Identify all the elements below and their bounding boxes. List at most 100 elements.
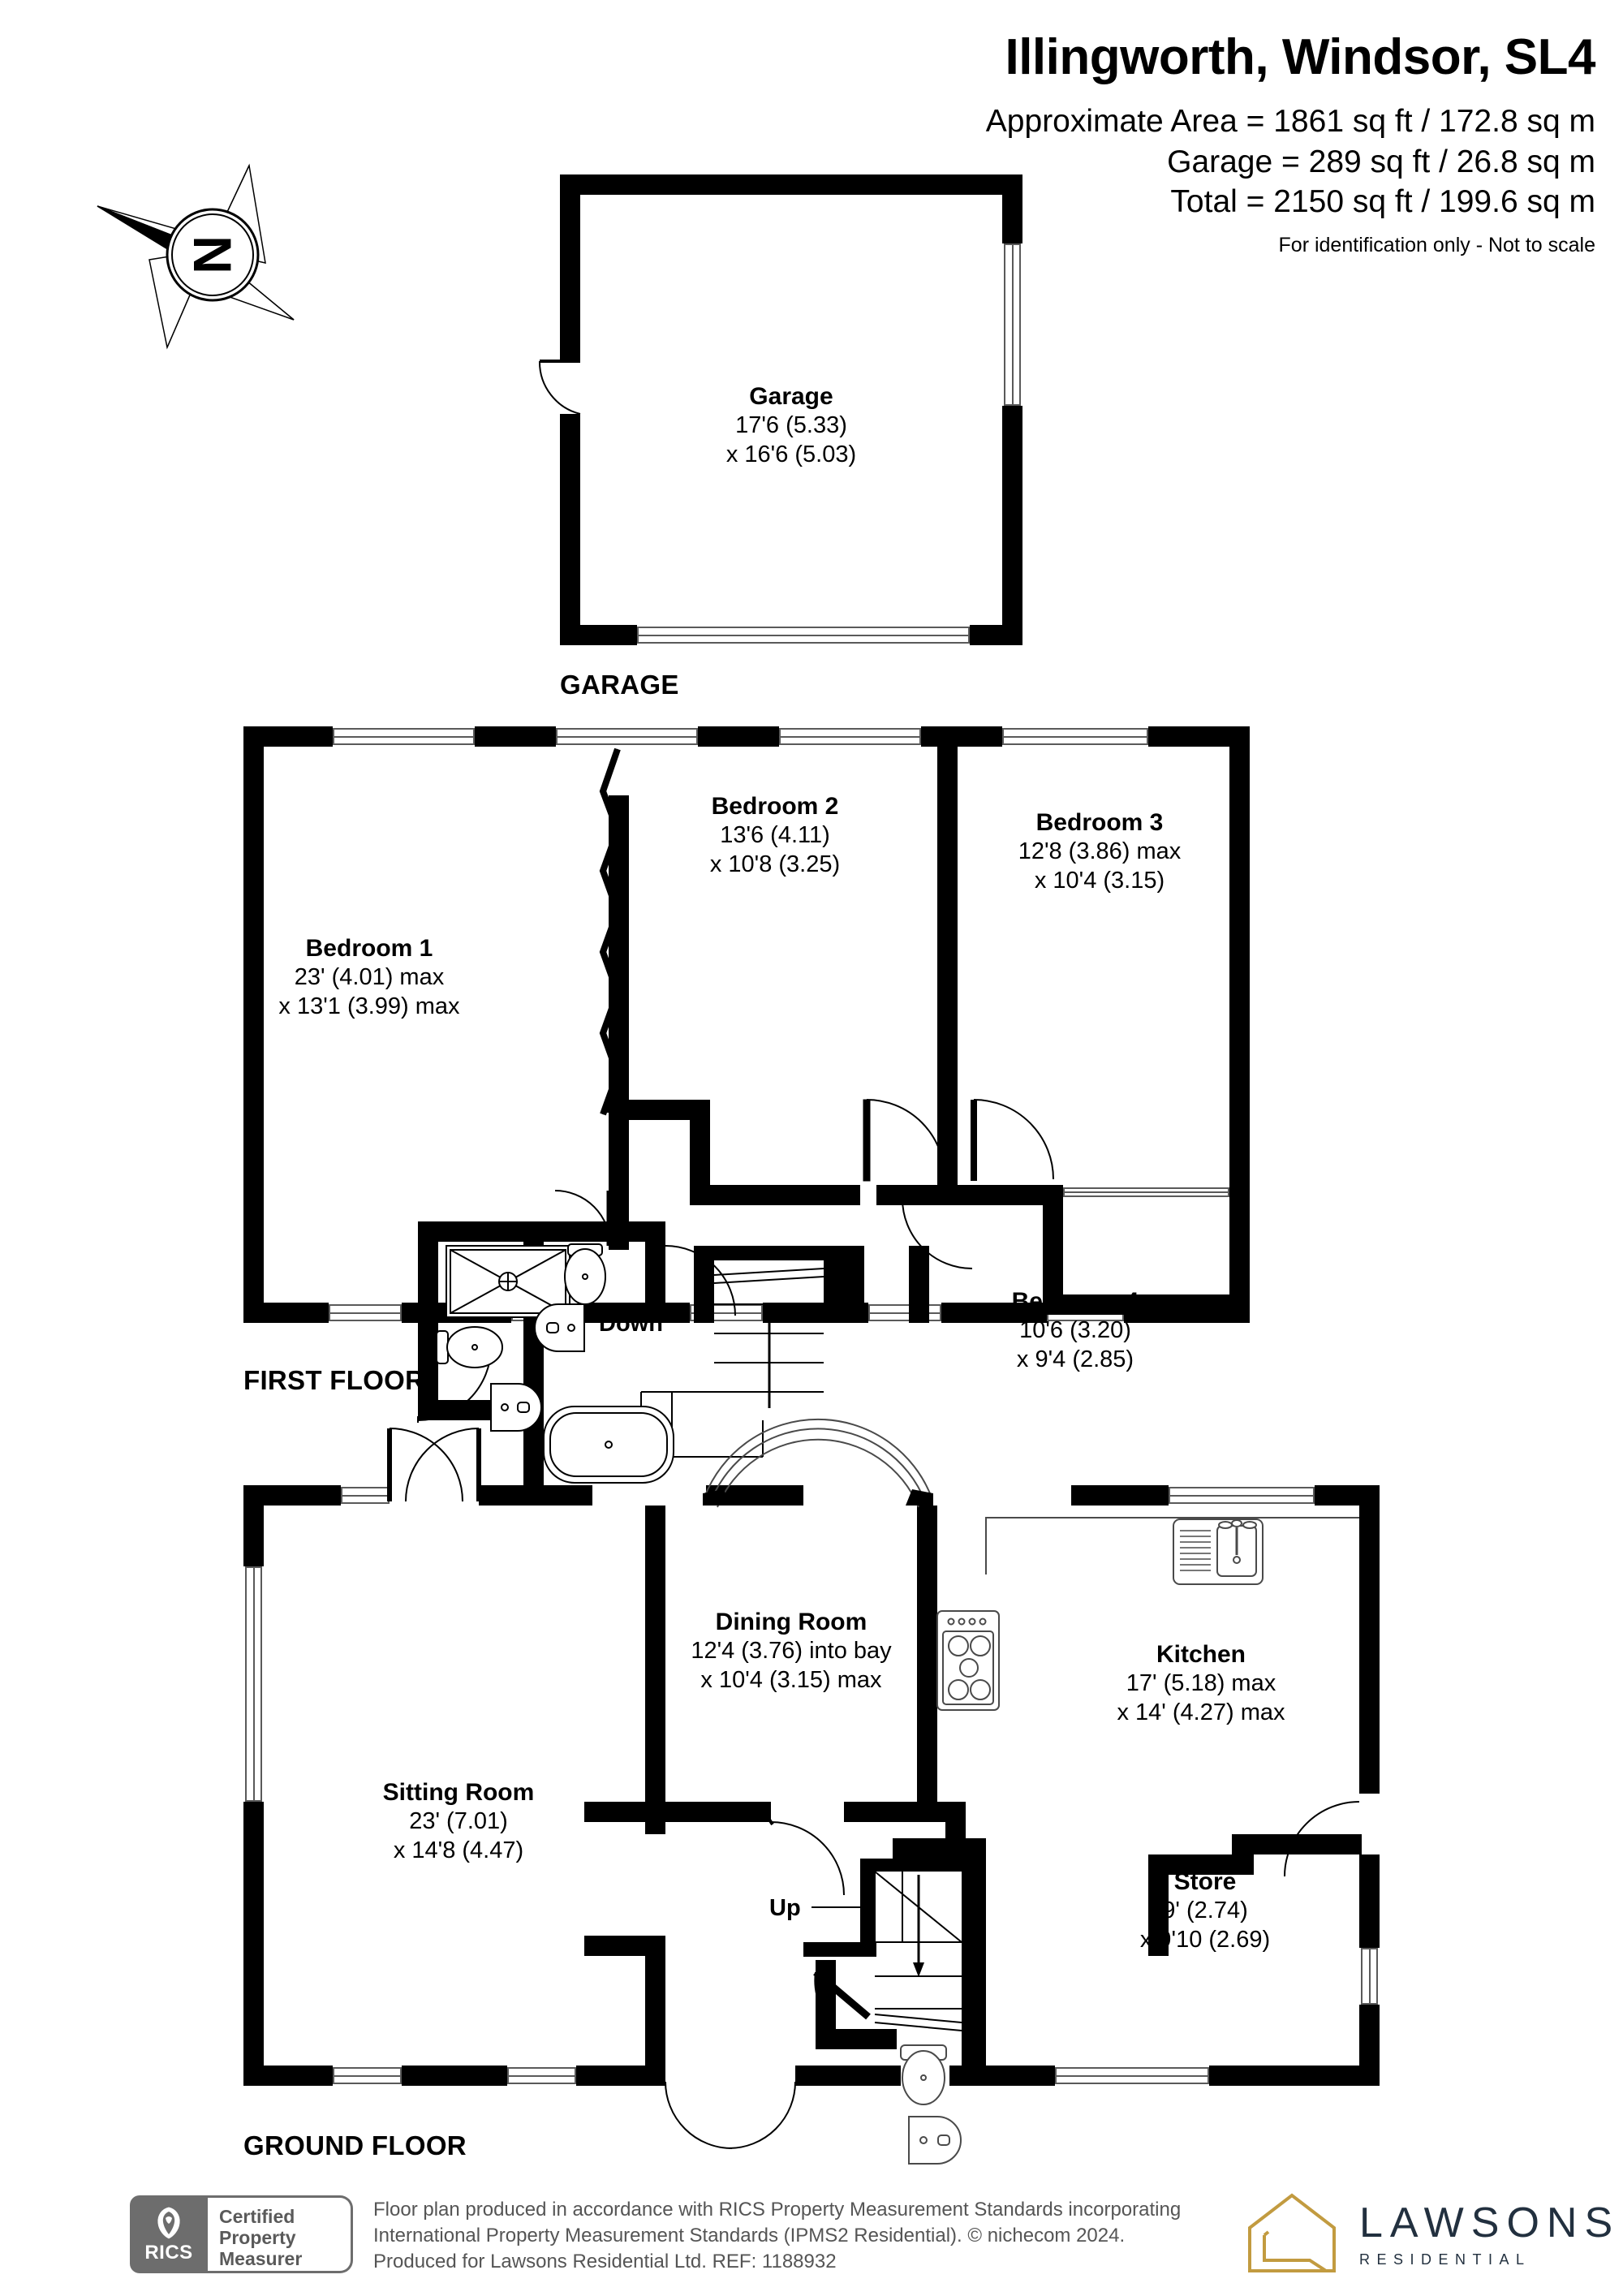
ff-window-top-1 bbox=[333, 728, 475, 745]
bedroom2-name: Bedroom 2 bbox=[711, 793, 839, 820]
ff-cupboard-shelf bbox=[1063, 1187, 1229, 1197]
legal-disclaimer: Floor plan produced in accordance with R… bbox=[373, 2197, 1181, 2275]
ff-wc-showerroom bbox=[436, 1326, 503, 1368]
ff-wall-landing-bed2-c bbox=[690, 1185, 860, 1205]
garage-wall-bottom-right bbox=[970, 625, 1022, 645]
area-line-total: Total = 2150 sq ft / 199.6 sq m bbox=[1170, 184, 1595, 220]
bedroom4-name: Bedroom 4 bbox=[1011, 1288, 1139, 1315]
ff-window-bottom-4 bbox=[868, 1304, 941, 1321]
disclaimer-text: For identification only - Not to scale bbox=[1278, 233, 1595, 256]
ff-wall-bath-bottom-jog bbox=[418, 1400, 503, 1420]
gf-window-bottom-3 bbox=[1055, 2067, 1209, 2084]
ff-wall-landing-bed3 bbox=[958, 1185, 1043, 1205]
gf-wall-stair-head bbox=[860, 1859, 966, 1872]
gf-front-door bbox=[665, 2081, 796, 2149]
garage-wall-left-lower bbox=[560, 414, 580, 645]
legal-line-2: International Property Measurement Stand… bbox=[373, 2224, 1126, 2246]
rics-cert-line-1: Certified bbox=[219, 2206, 295, 2227]
gf-wall-dining-bottom-a bbox=[665, 1802, 771, 1822]
ff-wall-stair-head bbox=[714, 1246, 824, 1260]
ff-door-bedroom3 bbox=[971, 1099, 1054, 1181]
ff-window-bottom-1 bbox=[329, 1304, 402, 1321]
rics-logo-block: RICS bbox=[130, 2195, 208, 2273]
gf-wall-stair-foot bbox=[803, 1942, 876, 1957]
compass-rose: N bbox=[89, 159, 308, 354]
garage-room-dim-1: 17'6 (5.33) bbox=[735, 412, 847, 439]
dining-room-dim-2: x 10'4 (3.15) max bbox=[700, 1667, 882, 1694]
store-label: Store 9' (2.74) x 9'10 (2.69) bbox=[1087, 1867, 1323, 1955]
rics-lion-icon bbox=[157, 2206, 181, 2240]
garage-room-label: Garage 17'6 (5.33) x 16'6 (5.03) bbox=[669, 381, 913, 470]
gf-kitchen-worktop bbox=[985, 1517, 1359, 1574]
floor-label-ground: GROUND FLOOR bbox=[243, 2130, 467, 2160]
ff-window-bottom-2 bbox=[511, 1304, 584, 1321]
gf-wall-hall-jog bbox=[893, 1838, 986, 1859]
kitchen-name: Kitchen bbox=[1156, 1641, 1246, 1668]
ground-floor-floorplan: Sitting Room 23' (7.01) x 14'8 (4.47) Di… bbox=[243, 1418, 1380, 2165]
gf-wall-bottom-seg2 bbox=[402, 2066, 507, 2086]
gf-window-bottom-1 bbox=[333, 2067, 402, 2084]
compass-north-letter: N bbox=[183, 235, 243, 274]
ff-partition-bed2-bed3 bbox=[937, 747, 958, 1205]
kitchen-dim-2: x 14' (4.27) max bbox=[1117, 1699, 1285, 1726]
gf-wall-right-mid bbox=[1359, 1854, 1380, 1948]
gf-window-front-right bbox=[1169, 1487, 1315, 1504]
store-dim-1: 9' (2.74) bbox=[1162, 1898, 1248, 1924]
rics-cert-line-2: Property bbox=[219, 2227, 296, 2249]
page-title: Illingworth, Windsor, SL4 bbox=[1005, 29, 1595, 85]
area-line-garage: Garage = 289 sq ft / 26.8 sq m bbox=[1167, 144, 1595, 179]
ff-wall-top-seg4 bbox=[921, 726, 1002, 747]
legal-line-1: Floor plan produced in accordance with R… bbox=[373, 2199, 1182, 2221]
dining-room-label: Dining Room 12'4 (3.76) into bay x 10'4 … bbox=[657, 1607, 925, 1695]
ff-wall-landing-bed2-d bbox=[876, 1185, 937, 1205]
ff-wc-bathroom bbox=[564, 1243, 606, 1305]
garage-room-name: Garage bbox=[749, 383, 833, 410]
gf-wall-kitchen-lobby bbox=[1232, 1834, 1362, 1854]
plan-header: Illingworth, Windsor, SL4 Approximate Ar… bbox=[985, 29, 1596, 257]
first-floor-floorplan: Bedroom 1 23' (4.01) max x 13'1 (3.99) m… bbox=[243, 726, 1250, 1506]
gf-wall-bottom-seg3 bbox=[576, 2066, 665, 2086]
gf-window-sitting-side bbox=[245, 1566, 262, 1802]
agent-name: LAWSONS bbox=[1359, 2199, 1621, 2246]
rics-brand-text: RICS bbox=[144, 2242, 193, 2264]
plan-footer: RICS Certified Property Measurer Floor p… bbox=[130, 2184, 1612, 2281]
ff-wall-cupboard-bottom bbox=[1063, 1294, 1229, 1315]
kitchen-label: Kitchen 17' (5.18) max x 14' (4.27) max bbox=[1067, 1639, 1335, 1728]
gf-window-front-left bbox=[341, 1487, 390, 1504]
floor-label-first: FIRST FLOOR bbox=[243, 1365, 425, 1395]
gf-bay-jamb-right bbox=[906, 1489, 933, 1506]
ff-wall-left bbox=[243, 726, 264, 1323]
sitting-room-label: Sitting Room 23' (7.01) x 14'8 (4.47) bbox=[325, 1777, 592, 1866]
ff-wall-bed4-top bbox=[844, 1246, 864, 1323]
bedroom2-label: Bedroom 2 13'6 (4.11) x 10'8 (3.25) bbox=[645, 791, 905, 880]
gf-wall-top-seg3 bbox=[706, 1485, 803, 1506]
store-name: Store bbox=[1173, 1868, 1237, 1895]
gf-wall-bottom-seg6 bbox=[1209, 2066, 1380, 2086]
legal-line-3: Produced for Lawsons Residential Ltd. RE… bbox=[373, 2250, 837, 2272]
gf-wall-dining-right bbox=[917, 1506, 937, 1802]
gf-wall-top-seg4 bbox=[1071, 1485, 1169, 1506]
sitting-room-dim-1: 23' (7.01) bbox=[409, 1808, 508, 1835]
gf-kitchen-sink bbox=[1173, 1518, 1264, 1585]
ff-wall-bath-mid bbox=[523, 1221, 544, 1506]
garage-wall-top bbox=[560, 174, 1022, 195]
kitchen-dim-1: 17' (5.18) max bbox=[1126, 1670, 1276, 1697]
bedroom2-dim-2: x 10'8 (3.25) bbox=[709, 851, 841, 878]
bedroom1-label: Bedroom 1 23' (4.01) max x 13'1 (3.99) m… bbox=[227, 933, 511, 1022]
area-line-total-internal: Approximate Area = 1861 sq ft / 172.8 sq… bbox=[985, 104, 1595, 140]
ff-wall-bottom-seg1 bbox=[243, 1303, 329, 1323]
bedroom3-dim-2: x 10'4 (3.15) bbox=[1034, 868, 1165, 894]
rics-certified-text: Certified Property Measurer bbox=[208, 2195, 353, 2273]
ff-staircase bbox=[640, 1268, 824, 1458]
gf-wall-bottom-seg1 bbox=[243, 2066, 333, 2086]
ff-wall-right bbox=[1229, 726, 1250, 1323]
ff-wall-cupboard-top bbox=[1043, 1185, 1063, 1315]
gf-wc-pan bbox=[900, 2044, 947, 2105]
gf-wall-stair-left bbox=[860, 1859, 875, 1952]
gf-wall-top-seg2 bbox=[479, 1485, 592, 1506]
gf-wall-hall-right-top bbox=[945, 1802, 966, 1838]
stairs-up-label: Up bbox=[769, 1895, 801, 1921]
gf-wall-left-upper bbox=[243, 1485, 264, 1566]
garage-side-window bbox=[1004, 243, 1021, 406]
